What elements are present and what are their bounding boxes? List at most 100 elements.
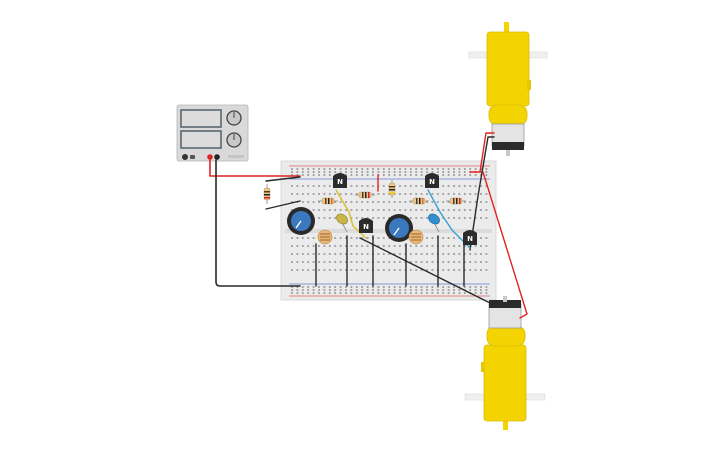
breadboard-hole[interactable] [339,253,342,255]
breadboard-hole[interactable] [345,289,347,291]
wire-supply-positive[interactable] [209,159,301,177]
breadboard-hole[interactable] [393,209,396,211]
wire-jumper[interactable] [265,176,301,182]
breadboard-hole[interactable] [372,171,374,173]
breadboard-hole[interactable] [431,245,434,247]
breadboard-hole[interactable] [474,286,477,288]
breadboard-hole[interactable] [415,185,418,187]
breadboard-hole[interactable] [463,261,466,263]
breadboard-hole[interactable] [323,286,326,288]
breadboard-hole[interactable] [328,193,331,195]
breadboard-hole[interactable] [328,174,331,176]
breadboard-hole[interactable] [420,245,423,247]
breadboard-hole[interactable] [323,289,326,291]
breadboard-hole[interactable] [323,245,326,247]
breadboard-hole[interactable] [409,201,412,203]
breadboard-hole[interactable] [388,217,391,219]
breadboard-hole[interactable] [328,253,331,255]
breadboard-hole[interactable] [318,193,320,195]
breadboard-hole[interactable] [480,292,482,294]
breadboard-hole[interactable] [420,289,423,291]
breadboard-hole[interactable] [307,286,310,288]
breadboard-hole[interactable] [453,193,455,195]
breadboard-hole[interactable] [318,168,320,170]
resistor[interactable] [355,191,375,199]
breadboard-hole[interactable] [399,168,401,170]
breadboard-hole[interactable] [426,245,428,247]
wire-jumper[interactable] [265,200,301,210]
resistor[interactable] [318,197,338,205]
breadboard-hole[interactable] [345,193,347,195]
breadboard-hole[interactable] [469,269,472,271]
breadboard-hole[interactable] [307,245,310,247]
breadboard-hole[interactable] [469,261,472,263]
breadboard-hole[interactable] [291,289,293,291]
breadboard-hole[interactable] [447,185,450,187]
breadboard-hole[interactable] [291,269,293,271]
breadboard-hole[interactable] [361,217,364,219]
breadboard-hole[interactable] [409,185,412,187]
breadboard-hole[interactable] [334,168,337,170]
breadboard-hole[interactable] [480,185,482,187]
breadboard-hole[interactable] [382,168,385,170]
breadboard-hole[interactable] [485,261,488,263]
breadboard-hole[interactable] [382,185,385,187]
breadboard-hole[interactable] [377,209,380,211]
breadboard-hole[interactable] [404,185,407,187]
breadboard-hole[interactable] [323,217,326,219]
breadboard-hole[interactable] [480,171,482,173]
breadboard-hole[interactable] [318,292,320,294]
breadboard-hole[interactable] [312,289,315,291]
breadboard-hole[interactable] [415,171,418,173]
breadboard-hole[interactable] [420,292,423,294]
breadboard-hole[interactable] [453,217,455,219]
breadboard-hole[interactable] [334,217,337,219]
breadboard-hole[interactable] [453,269,455,271]
breadboard-hole[interactable] [399,171,401,173]
breadboard-hole[interactable] [361,261,364,263]
breadboard-hole[interactable] [361,286,364,288]
breadboard-hole[interactable] [404,209,407,211]
breadboard-hole[interactable] [409,292,412,294]
breadboard-hole[interactable] [399,209,401,211]
breadboard-hole[interactable] [447,171,450,173]
breadboard-hole[interactable] [372,209,374,211]
breadboard-hole[interactable] [328,286,331,288]
breadboard-hole[interactable] [404,292,407,294]
breadboard-hole[interactable] [453,209,455,211]
breadboard-hole[interactable] [382,237,385,239]
breadboard-hole[interactable] [480,253,482,255]
breadboard-hole[interactable] [361,209,364,211]
breadboard-hole[interactable] [399,201,401,203]
breadboard-hole[interactable] [291,168,293,170]
breadboard-hole[interactable] [463,174,466,176]
breadboard-hole[interactable] [323,253,326,255]
breadboard-hole[interactable] [301,286,304,288]
breadboard-hole[interactable] [382,201,385,203]
breadboard-hole[interactable] [420,286,423,288]
breadboard-hole[interactable] [307,185,310,187]
breadboard-hole[interactable] [458,289,461,291]
breadboard-hole[interactable] [301,269,304,271]
breadboard-hole[interactable] [355,168,358,170]
breadboard-hole[interactable] [469,174,472,176]
breadboard-hole[interactable] [388,201,391,203]
breadboard-hole[interactable] [458,292,461,294]
breadboard-hole[interactable] [361,245,364,247]
terminal-negative[interactable] [214,154,220,160]
potentiometer[interactable] [385,214,413,242]
breadboard-hole[interactable] [345,269,347,271]
breadboard-hole[interactable] [355,289,358,291]
breadboard-hole[interactable] [334,289,337,291]
breadboard-hole[interactable] [388,292,391,294]
breadboard-hole[interactable] [409,209,412,211]
breadboard-hole[interactable] [301,292,304,294]
breadboard-hole[interactable] [312,261,315,263]
breadboard-hole[interactable] [345,171,347,173]
breadboard-hole[interactable] [350,193,353,195]
breadboard-hole[interactable] [469,286,472,288]
breadboard-hole[interactable] [334,171,337,173]
breadboard-hole[interactable] [388,171,391,173]
breadboard-hole[interactable] [355,174,358,176]
breadboard-hole[interactable] [426,193,428,195]
